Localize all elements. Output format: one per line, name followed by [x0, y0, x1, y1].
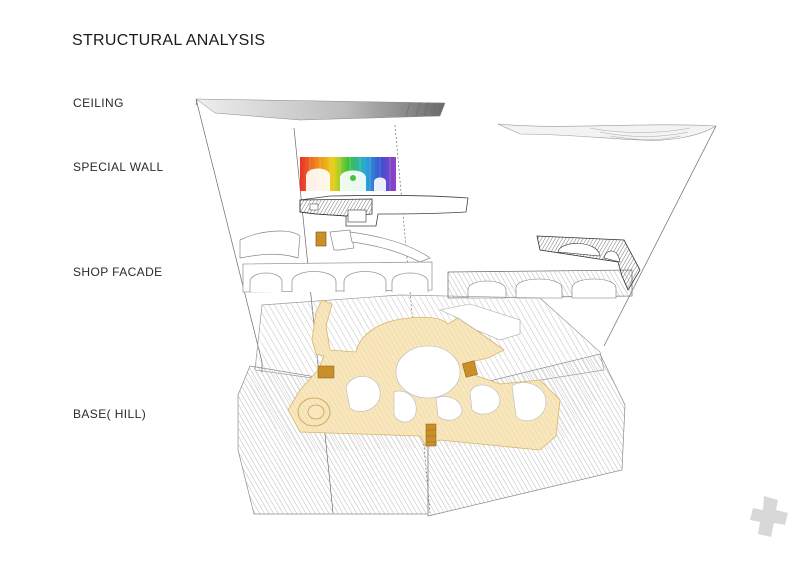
base-hill-layer	[237, 294, 626, 517]
stair-3	[425, 423, 437, 447]
layer-label-ceiling: CEILING	[73, 96, 124, 110]
stair-2	[462, 360, 478, 378]
layer-label-base-hill: BASE( HILL)	[73, 407, 147, 421]
layer-label-special-wall: SPECIAL WALL	[73, 160, 164, 174]
special-wall-layer	[300, 157, 396, 191]
layer-label-shop-facade: SHOP FACADE	[73, 265, 163, 279]
interior-partitions	[239, 229, 431, 263]
page-title: STRUCTURAL ANALYSIS	[72, 32, 266, 49]
shop-facade-left	[242, 261, 433, 293]
ceiling-layer	[195, 98, 717, 141]
shop-facade-right	[447, 235, 641, 299]
plus-cross-logo-icon	[750, 496, 788, 537]
stair-1	[317, 365, 335, 379]
upper-floor-slab	[299, 195, 469, 227]
